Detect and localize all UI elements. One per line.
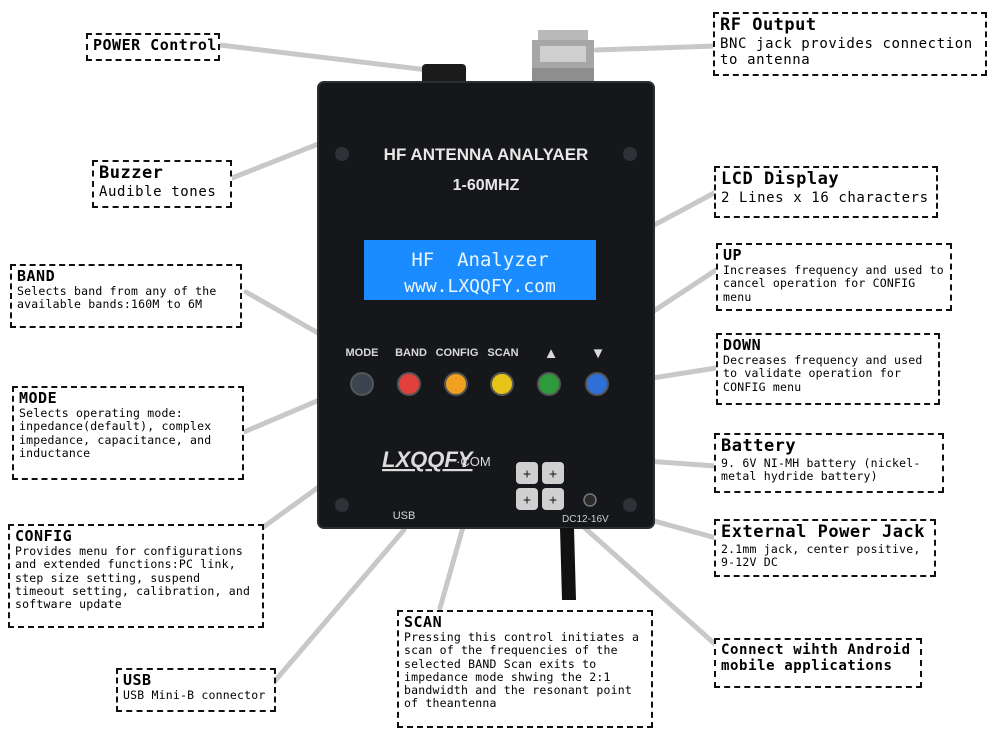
- callout-title: RF Output: [720, 15, 817, 35]
- callout-desc: BNC jack provides connection to antenna: [720, 35, 973, 68]
- brand-logo: LXQQFY: [382, 447, 475, 472]
- brand-suffix: ·COM: [456, 454, 491, 469]
- svg-text:+: +: [549, 493, 557, 508]
- svg-text:+: +: [523, 467, 531, 482]
- leader-rf: [593, 43, 719, 53]
- up-button[interactable]: [537, 372, 561, 396]
- callout-config: CONFIG Provides menu for configurations …: [8, 524, 264, 628]
- callout-down: DOWN Decreases frequency and used to val…: [716, 333, 940, 405]
- config-button[interactable]: [444, 372, 468, 396]
- lcd-line-1: HF Analyzer: [411, 249, 548, 271]
- callout-desc: 2.1mm jack, center positive, 9-12V DC: [721, 541, 921, 569]
- android-connect-keys[interactable]: + + + +: [516, 462, 564, 510]
- callout-title: Connect wihth Android mobile application…: [721, 642, 911, 675]
- screw: [335, 498, 349, 512]
- dc-jack[interactable]: [583, 493, 597, 507]
- callout-title: Buzzer: [99, 163, 164, 183]
- screw: [623, 147, 637, 161]
- label-band: BAND: [395, 347, 427, 359]
- label-up: ▲: [544, 345, 559, 362]
- callout-title: External Power Jack: [721, 522, 925, 542]
- svg-text:+: +: [549, 467, 557, 482]
- callout-title: BAND: [17, 267, 56, 285]
- callout-power-control: POWER Control: [86, 33, 220, 61]
- scan-button[interactable]: [490, 372, 514, 396]
- screw: [335, 147, 349, 161]
- callout-band: BAND Selects band from any of the availa…: [10, 264, 242, 328]
- callout-scan: SCAN Pressing this control initiates a s…: [397, 610, 653, 728]
- band-button[interactable]: [397, 372, 421, 396]
- label-mode: MODE: [346, 347, 379, 359]
- power-cable: [560, 528, 576, 600]
- screw: [623, 498, 637, 512]
- callout-desc: Increases frequency and used to cancel o…: [723, 263, 944, 304]
- callout-title: POWER Control: [93, 36, 217, 54]
- callout-usb: USB USB Mini-B connector: [116, 668, 276, 712]
- callout-title: Battery: [721, 436, 797, 456]
- callout-up: UP Increases frequency and used to cance…: [716, 243, 952, 311]
- device-body: [318, 82, 654, 528]
- dc-jack-label: DC12-16V: [562, 514, 609, 525]
- lcd-screen: [364, 240, 596, 300]
- leader-usb: [271, 527, 407, 685]
- label-scan: SCAN: [487, 347, 518, 359]
- callout-desc: USB Mini-B connector: [123, 688, 266, 703]
- callout-title: DOWN: [723, 336, 762, 354]
- device-range: 1-60MHZ: [453, 177, 520, 194]
- callout-title: UP: [723, 246, 743, 264]
- callout-desc: Audible tones: [99, 183, 217, 200]
- svg-text:+: +: [523, 493, 531, 508]
- callout-buzzer: Buzzer Audible tones: [92, 160, 232, 208]
- callout-title: LCD Display: [721, 169, 840, 189]
- lcd-line-2: www.LXQQFY.com: [404, 276, 556, 297]
- bnc-connector: [532, 30, 594, 84]
- callout-desc: 2 Lines x 16 characters: [721, 189, 929, 206]
- callout-lcd-display: LCD Display 2 Lines x 16 characters: [714, 166, 938, 218]
- callout-battery: Battery 9. 6V NI-MH battery (nickel-meta…: [714, 433, 944, 493]
- callout-desc: Provides menu for configurations and ext…: [15, 544, 251, 612]
- callout-desc: Selects band from any of the available b…: [17, 284, 217, 312]
- callout-rf-output: RF Output BNC jack provides connection t…: [713, 12, 987, 76]
- device-title: HF ANTENNA ANALYAER: [384, 145, 589, 164]
- callout-android: Connect wihth Android mobile application…: [714, 638, 922, 688]
- callout-title: MODE: [19, 389, 58, 407]
- callout-desc: Pressing this control initiates a scan o…: [404, 630, 640, 711]
- callout-title: CONFIG: [15, 527, 73, 545]
- callout-desc: Decreases frequency and used to validate…: [723, 353, 923, 394]
- usb-port-label: USB: [393, 510, 416, 522]
- down-button[interactable]: [585, 372, 609, 396]
- label-config: CONFIG: [436, 347, 479, 359]
- leader-power: [217, 42, 431, 73]
- callout-title: SCAN: [404, 613, 443, 631]
- callout-external-power-jack: External Power Jack 2.1mm jack, center p…: [714, 519, 936, 577]
- callout-desc: 9. 6V NI-MH battery (nickel-metal hydrid…: [721, 455, 921, 483]
- label-down: ▼: [591, 345, 606, 362]
- callout-mode: MODE Selects operating mode: inpedance(d…: [12, 386, 244, 480]
- mode-button[interactable]: [350, 372, 374, 396]
- callout-title: USB: [123, 671, 152, 689]
- callout-desc: Selects operating mode: inpedance(defaul…: [19, 406, 212, 460]
